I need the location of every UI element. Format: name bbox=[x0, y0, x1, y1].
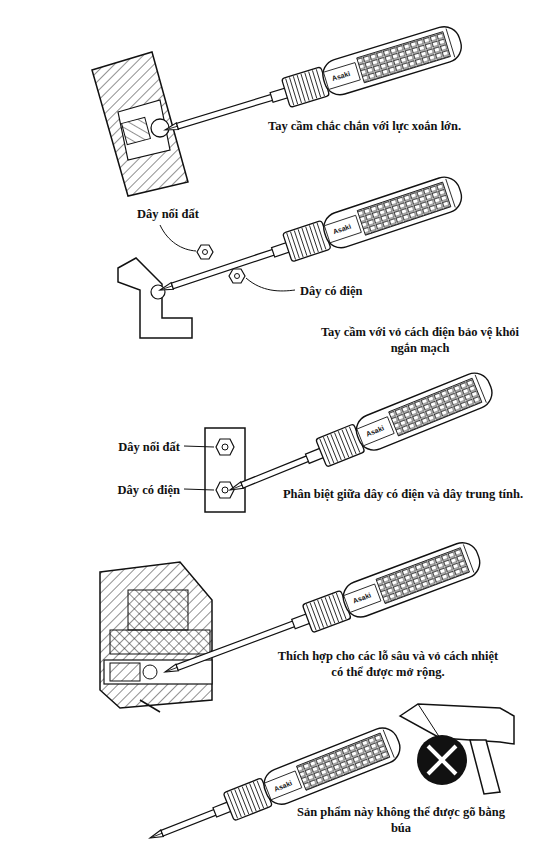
wire-label: Dây có điện bbox=[70, 482, 180, 498]
leader-line bbox=[184, 446, 214, 447]
wall-section bbox=[100, 562, 212, 712]
screwdriver bbox=[223, 368, 496, 506]
screwdriver bbox=[143, 723, 404, 850]
forbidden-sign bbox=[417, 735, 467, 785]
ground-nut bbox=[197, 245, 213, 259]
caption: Tay cầm chắc chắn với lực xoắn lớn. bbox=[268, 118, 518, 134]
terminal-plate bbox=[205, 428, 245, 512]
caption: Tay cầm với vỏ cách điện bảo vệ khỏi ngắ… bbox=[318, 324, 522, 357]
hammer bbox=[400, 704, 514, 794]
wire-label: Dây nối đất bbox=[137, 206, 237, 222]
leader-line bbox=[184, 489, 214, 490]
l-bracket bbox=[118, 258, 192, 338]
screwdriver bbox=[154, 173, 465, 307]
live-nut bbox=[229, 269, 245, 283]
caption: Thích hợp cho các lỗ sâu và vỏ cách nhiệ… bbox=[272, 648, 504, 681]
leader-line bbox=[246, 278, 295, 291]
caption: Phân biệt giữa dây có điện và dây trung … bbox=[278, 486, 528, 502]
caption: Sản phẩm này không thể được gõ bằng búa bbox=[296, 804, 506, 837]
leader-line bbox=[160, 225, 196, 251]
wire-label: Dây nối đất bbox=[70, 439, 180, 455]
hatched-block bbox=[92, 52, 188, 196]
wire-label: Dây có điện bbox=[300, 283, 410, 299]
